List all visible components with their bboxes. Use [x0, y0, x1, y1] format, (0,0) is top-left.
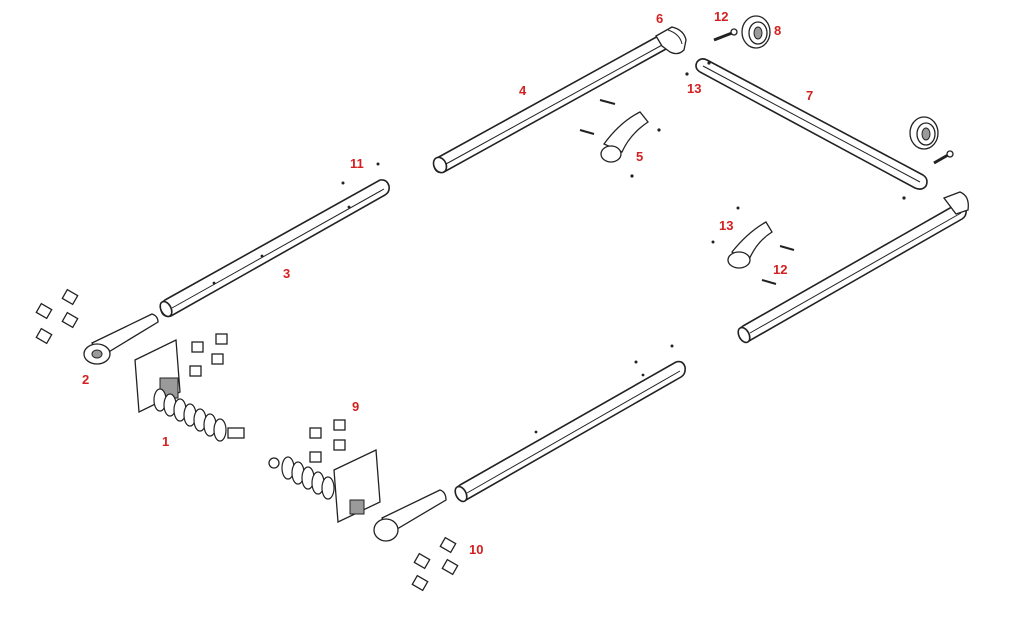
label-part-13-right: 13 — [719, 218, 734, 233]
end-cap-lower — [373, 489, 447, 542]
part-8-bearing-top — [741, 15, 771, 49]
label-part-5: 5 — [636, 149, 644, 164]
label-part-3: 3 — [283, 266, 291, 281]
part-10-bolts — [411, 536, 459, 592]
right-tube — [737, 202, 967, 344]
spring-assembly-right — [268, 449, 381, 523]
label-part-13-top: 13 — [687, 81, 702, 96]
part-13-elbow-fitting — [711, 206, 795, 285]
part-9-nuts — [309, 419, 346, 463]
label-part-2: 2 — [82, 372, 90, 387]
right-corner-cap — [942, 191, 969, 215]
part-6-corner-elbow — [655, 26, 687, 55]
part-4-tube — [432, 33, 671, 174]
part-12-screw-right — [933, 150, 954, 165]
label-part-7: 7 — [806, 88, 814, 103]
label-part-4: 4 — [519, 83, 527, 98]
label-part-11: 11 — [350, 156, 364, 171]
part-1-spring-assembly — [134, 338, 245, 442]
label-part-9: 9 — [352, 399, 360, 414]
label-part-6: 6 — [656, 11, 664, 26]
lower-tube — [454, 360, 686, 503]
part-5-elbow-fitting — [579, 99, 661, 178]
part-8-bearing-right — [909, 116, 939, 150]
part-12-screw-top — [713, 28, 738, 42]
label-part-12-right: 12 — [773, 262, 788, 277]
part-3-tube — [159, 179, 390, 318]
part-2-end-cap — [83, 313, 159, 365]
part-7-tube — [695, 58, 928, 190]
label-part-8: 8 — [774, 23, 782, 38]
label-part-1: 1 — [162, 434, 170, 449]
label-part-12-top: 12 — [714, 9, 729, 24]
label-part-10: 10 — [469, 542, 484, 557]
nuts-cluster-left — [189, 333, 228, 377]
bolts-cluster-left — [35, 288, 79, 345]
